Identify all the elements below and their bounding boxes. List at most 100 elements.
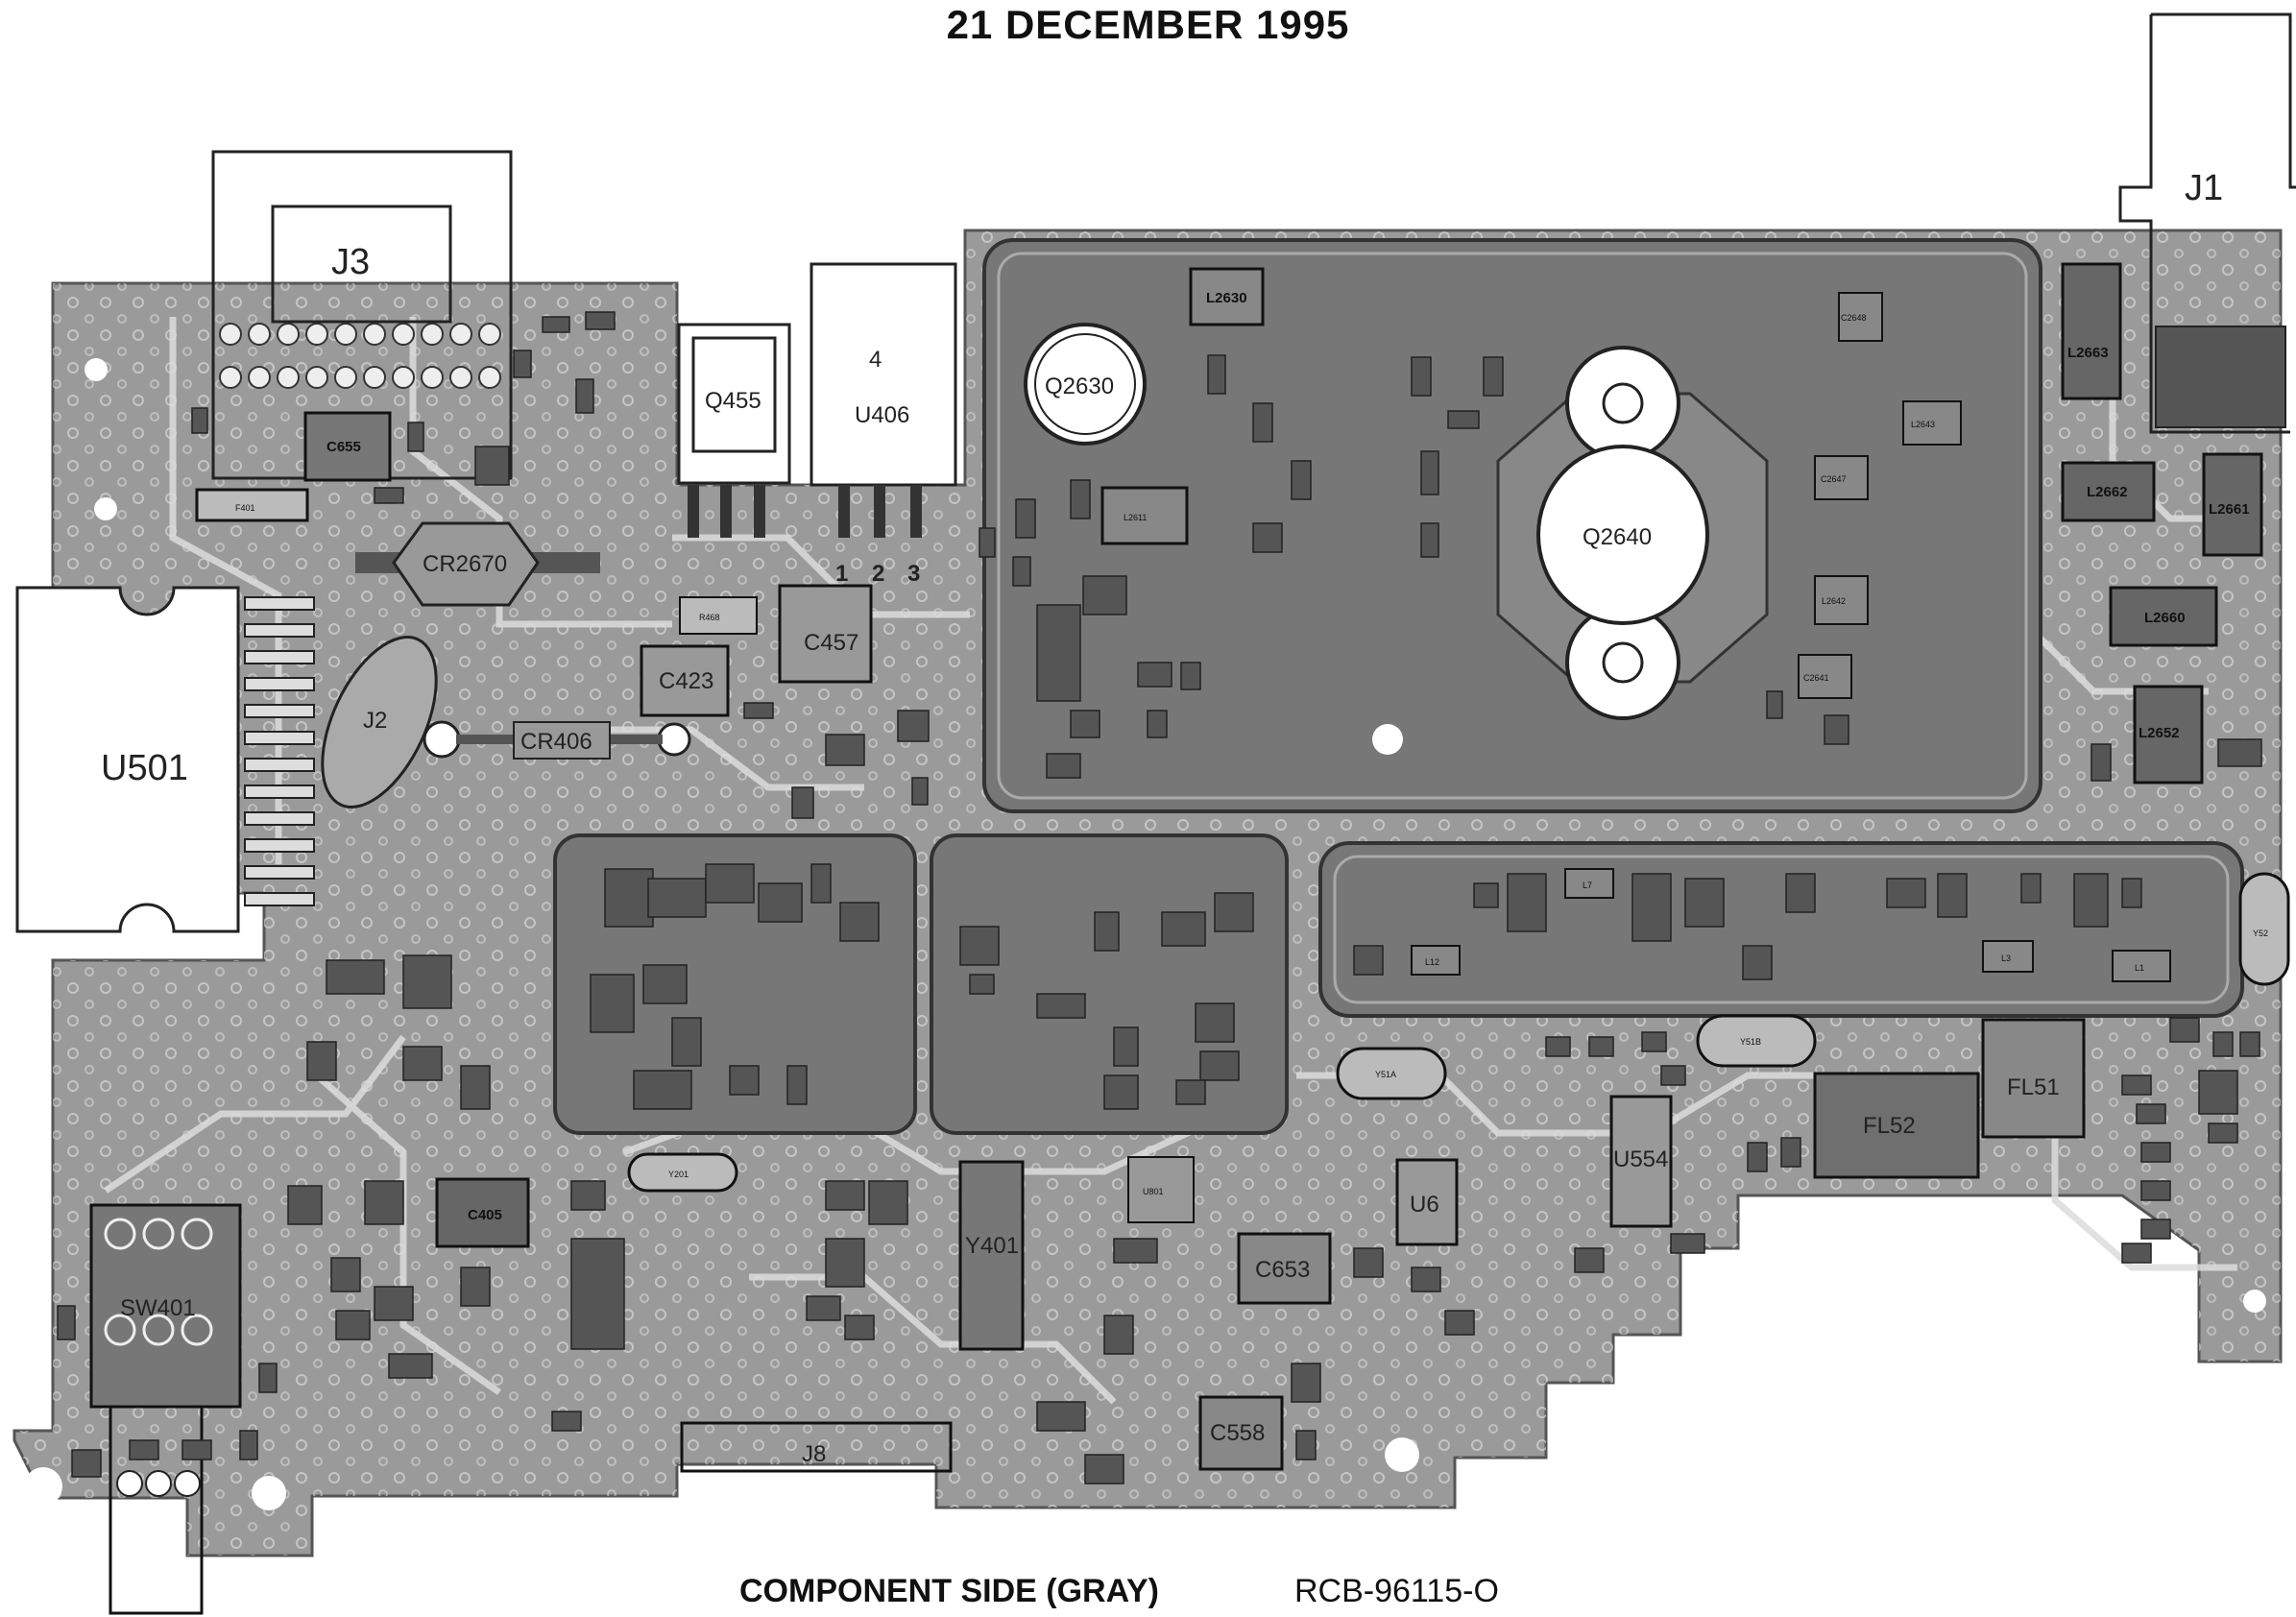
label-y201: Y201 [668, 1170, 689, 1179]
rf-shield-filter [1318, 841, 2244, 1018]
label-c2648: C2648 [1841, 313, 1867, 323]
fuse-f401 [195, 488, 309, 522]
label-c655: C655 [326, 439, 361, 455]
label-l2611: L2611 [1124, 513, 1147, 522]
label-j1: J1 [2185, 168, 2223, 208]
label-l12: L12 [1425, 957, 1439, 967]
capacitor-c457 [778, 584, 873, 684]
inductor-l2642 [1814, 575, 1869, 625]
label-l2643: L2643 [1911, 420, 1935, 429]
inductor-l1 [2112, 950, 2171, 982]
label-u406: U406 [855, 402, 909, 428]
label-fl52: FL52 [1863, 1113, 1916, 1139]
label-u501: U501 [101, 748, 188, 788]
connector-j1-outline [2118, 12, 2296, 434]
mounting-holes [24, 320, 2266, 1510]
label-l3: L3 [2001, 953, 2011, 963]
label-y51b: Y51B [1740, 1037, 1761, 1047]
capacitor-c655 [303, 411, 392, 482]
ic-u6 [1395, 1158, 1459, 1246]
label-j3: J3 [331, 242, 370, 282]
caption-drawing-number: RCB-96115-O [1294, 1573, 1499, 1609]
label-l2663: L2663 [2067, 345, 2109, 361]
label-l2630: L2630 [1206, 290, 1247, 306]
capacitor-c2647 [1814, 455, 1869, 500]
label-l2662: L2662 [2087, 484, 2128, 500]
smd-components [57, 311, 2262, 1484]
inductor-l7 [1564, 868, 1614, 899]
j3-pins [219, 323, 501, 389]
label-l7: L7 [1583, 881, 1592, 890]
rf-shield-middle [930, 833, 1289, 1135]
filter-fl51 [1981, 1018, 2086, 1139]
inductor-l2643 [1902, 400, 1962, 446]
label-l2642: L2642 [1822, 596, 1846, 606]
inductor-l12 [1411, 945, 1461, 976]
label-l2660: L2660 [2144, 610, 2186, 626]
label-cr2670: CR2670 [423, 551, 507, 577]
label-u406-pin3: 3 [907, 561, 920, 587]
label-u406-pin1: 1 [835, 561, 848, 587]
label-r468: R468 [699, 613, 720, 622]
label-cr406: CR406 [520, 729, 592, 755]
ic-u554 [1609, 1095, 1673, 1228]
label-c423: C423 [659, 668, 713, 694]
label-u6: U6 [1410, 1192, 1439, 1218]
label-q2640: Q2640 [1583, 524, 1652, 550]
label-l1: L1 [2135, 963, 2144, 973]
label-q455: Q455 [705, 388, 761, 414]
capacitor-c2641 [1798, 654, 1852, 699]
ic-u801 [1127, 1156, 1195, 1223]
label-c558: C558 [1210, 1420, 1265, 1446]
switch-sw401: SW401 [89, 1203, 242, 1615]
inductor-l3 [1982, 940, 2034, 973]
inductor-l2660 [2109, 586, 2218, 647]
label-fl51: FL51 [2007, 1074, 2060, 1100]
transistor-q2640: Q2640 [1496, 346, 1769, 720]
inductor-l2630 [1189, 267, 1265, 326]
inductor-l2662 [2061, 461, 2156, 522]
label-u801: U801 [1143, 1187, 1164, 1196]
regulator-u406-outline [810, 262, 957, 487]
crystal-y52 [2238, 872, 2290, 986]
label-u406-pin: 4 [869, 347, 882, 373]
ic-u501-outline [15, 586, 240, 933]
inductor-l2663 [2061, 262, 2122, 400]
inductor-l2652 [2133, 685, 2204, 784]
drawing-date-title: 21 DECEMBER 1995 [946, 2, 1350, 47]
label-u554: U554 [1613, 1146, 1668, 1172]
diode-cr2670: CR2670 [355, 521, 600, 607]
label-f401: F401 [235, 503, 255, 513]
transistor-q2630: Q2630 [1024, 323, 1147, 446]
filter-fl52 [1813, 1072, 1980, 1179]
label-l2661: L2661 [2209, 501, 2250, 518]
connector-j8 [680, 1421, 953, 1473]
label-y52: Y52 [2253, 929, 2268, 938]
label-q2630: Q2630 [1045, 374, 1114, 399]
label-c653: C653 [1255, 1257, 1310, 1283]
diode-cr406: CR406 [423, 720, 691, 760]
label-sw401: SW401 [120, 1295, 196, 1321]
label-c2647: C2647 [1821, 474, 1847, 484]
capacitor-c2648 [1838, 292, 1883, 342]
inductor-l2611 [1100, 486, 1189, 545]
label-c457: C457 [804, 630, 858, 656]
label-j8: J8 [802, 1441, 826, 1467]
crystal-y401 [958, 1160, 1025, 1351]
capacitor-c423 [640, 644, 730, 717]
label-j2: J2 [363, 708, 387, 734]
capacitor-c405 [435, 1177, 530, 1248]
label-c405: C405 [468, 1207, 502, 1223]
capacitor-c558 [1198, 1395, 1284, 1471]
capacitor-c653 [1237, 1232, 1332, 1305]
crystal-y201 [627, 1152, 738, 1193]
label-y401: Y401 [965, 1233, 1019, 1259]
label-u406-pin2: 2 [872, 561, 884, 587]
resistor-r468 [679, 596, 758, 635]
caption-component-side: COMPONENT SIDE (GRAY) [739, 1573, 1160, 1609]
crystal-y51b [1696, 1014, 1817, 1068]
inductor-l2661 [2202, 452, 2263, 557]
crystal-y51a [1336, 1047, 1447, 1100]
label-y51a: Y51A [1375, 1070, 1396, 1079]
